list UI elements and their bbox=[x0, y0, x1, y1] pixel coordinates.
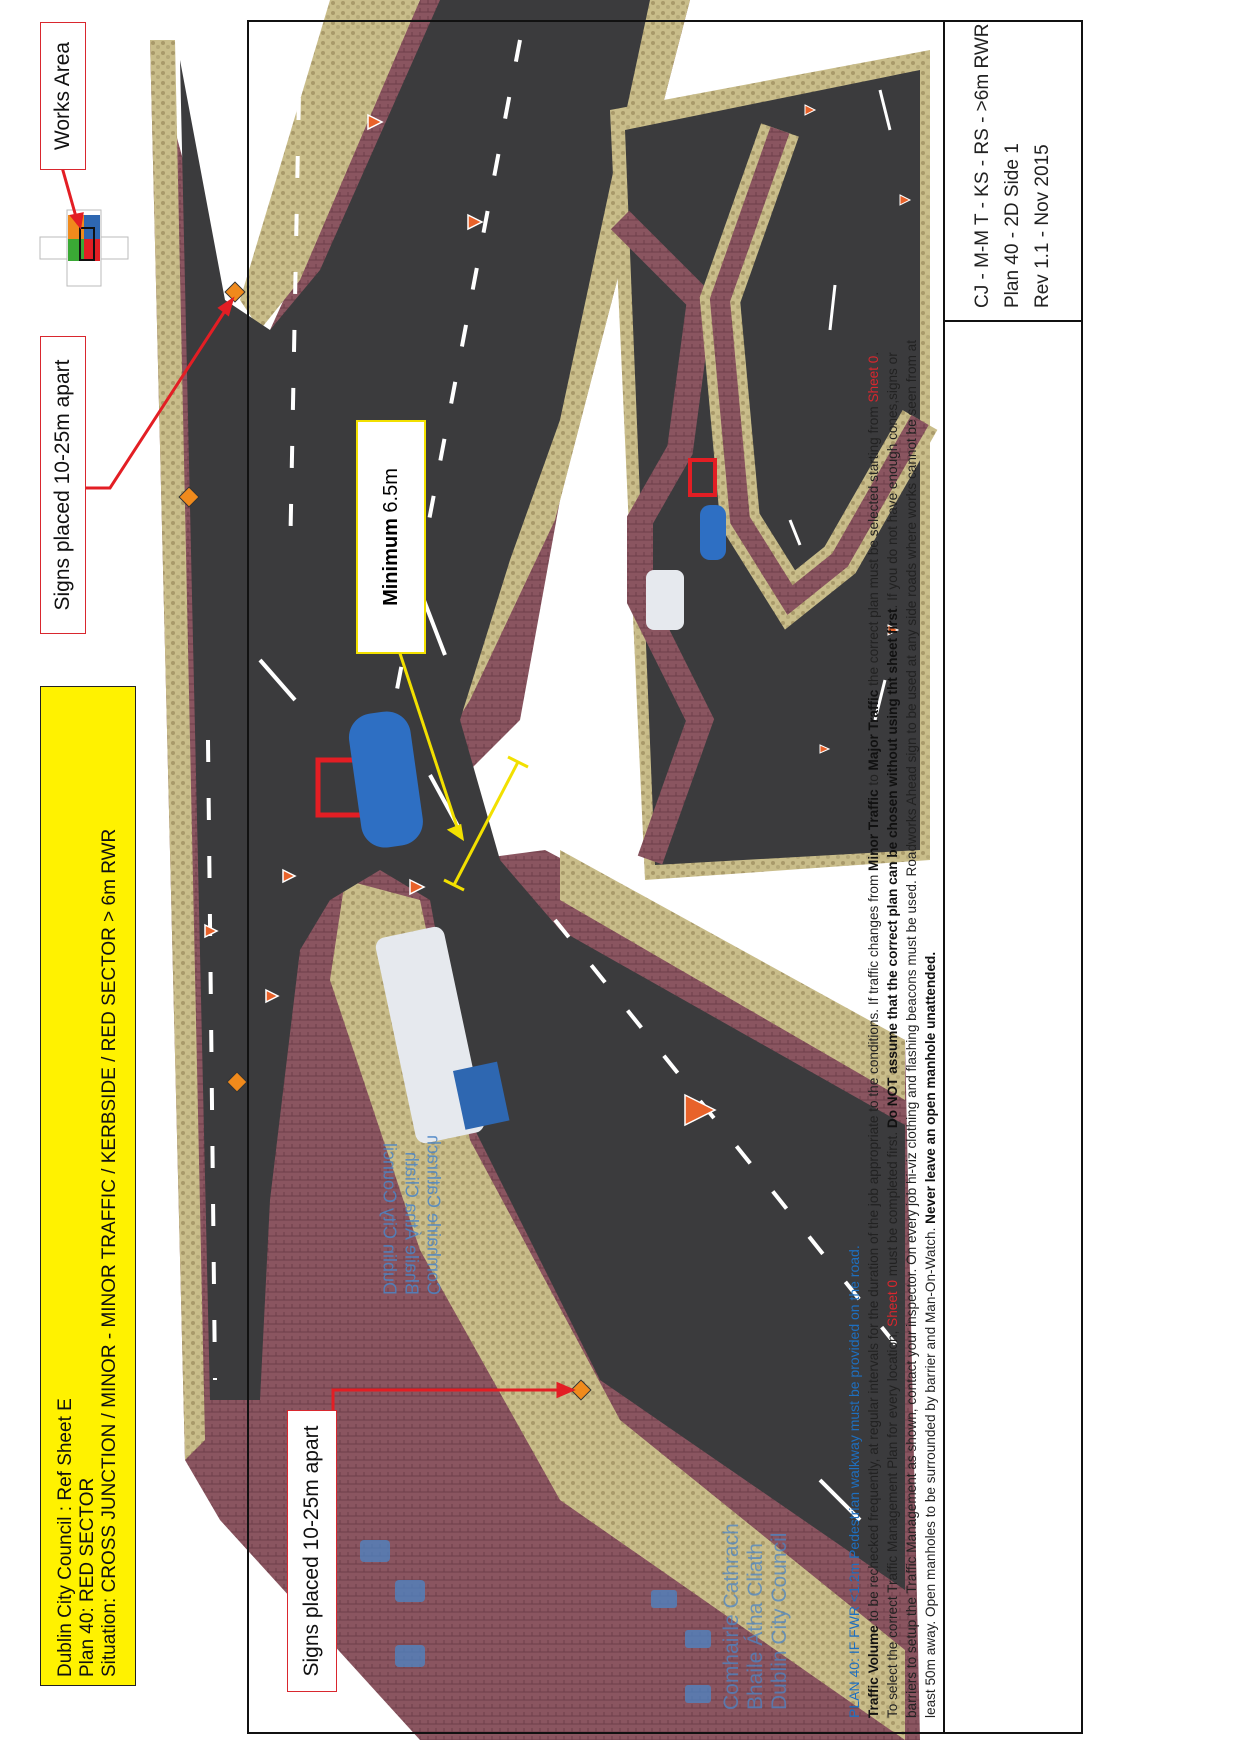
notes-body: Traffic Volume to be rechecked frequentl… bbox=[864, 338, 940, 1718]
callout-signs-top-text: Signs placed 10-25m apart bbox=[41, 337, 85, 633]
plan-revision: Rev 1.1 - Nov 2015 bbox=[1028, 20, 1058, 308]
callout-signs-top: Signs placed 10-25m apart bbox=[40, 336, 86, 634]
plan-situation: Situation: CROSS JUNCTION / MINOR - MINO… bbox=[99, 687, 121, 1677]
notes-heading: PLAN 40: IF FWR <1.2m Pedestrian walkway… bbox=[845, 338, 864, 1718]
plan-header-box: Dublin City Council : Ref Sheet E Plan 4… bbox=[40, 686, 136, 1686]
plan-reference: CJ - M-M T - KS - RS - >6m RWR Plan 40 -… bbox=[943, 20, 1083, 322]
sector-key-diagram bbox=[40, 210, 128, 286]
plan-code: CJ - M-M T - KS - RS - >6m RWR bbox=[968, 20, 998, 308]
callout-works-area-text: Works Area bbox=[41, 23, 85, 169]
notes-panel: PLAN 40: IF FWR <1.2m Pedestrian walkway… bbox=[247, 322, 943, 1734]
callout-works-area: Works Area bbox=[40, 22, 86, 170]
plan-ref-sheet: Dublin City Council : Ref Sheet E bbox=[55, 687, 77, 1677]
plan-sector: Plan 40: RED SECTOR bbox=[77, 687, 99, 1677]
plan-side: Plan 40 - 2D Side 1 bbox=[998, 20, 1028, 308]
